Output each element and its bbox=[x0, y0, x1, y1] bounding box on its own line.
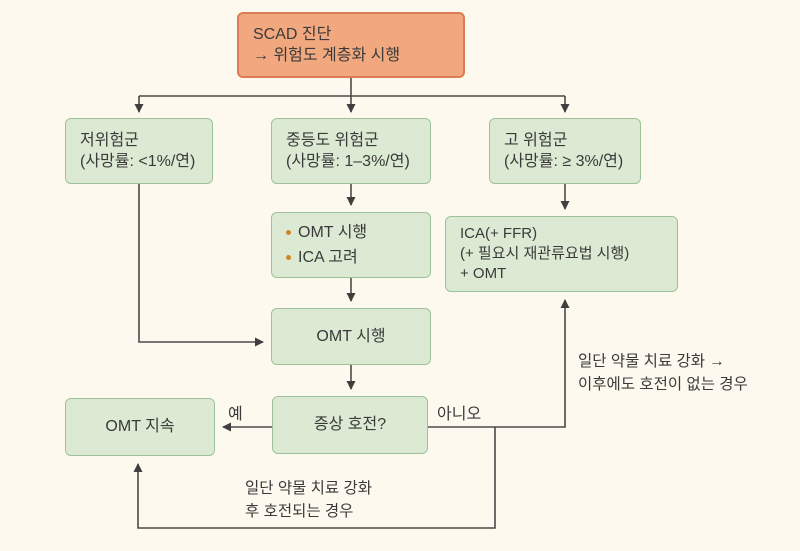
edge-low-to-omt bbox=[138, 184, 264, 347]
node-ica-ffr-line3: + OMT bbox=[460, 264, 507, 282]
node-symptom-check-label: 증상 호전? bbox=[313, 416, 387, 434]
note-improvement-line2: 후 호전되는 경우 bbox=[245, 503, 354, 521]
note-no-improvement-line2: 이후에도 호전이 없는 경우 bbox=[578, 376, 748, 394]
node-low-risk-line2: (사망률: <1%/연) bbox=[80, 153, 196, 170]
edge-label-yes: 예 bbox=[228, 406, 243, 423]
node-omt-continue: OMT 지속 bbox=[65, 398, 215, 456]
node-low-risk-line1: 저위험군 bbox=[80, 131, 139, 149]
node-low-risk: 저위험군 (사망률: <1%/연) bbox=[65, 118, 213, 184]
node-intermediate-risk-line2: (사망률: 1–3%/연) bbox=[286, 153, 410, 170]
omt-ica-item1-row: OMT 시행 bbox=[286, 222, 367, 243]
node-high-risk: 고 위험군 (사망률: ≥ 3%/연) bbox=[489, 118, 641, 184]
omt-ica-item1: OMT 시행 bbox=[298, 224, 368, 242]
node-omt-exec-label: OMT 시행 bbox=[316, 327, 386, 345]
note-no-improvement-line1: 일단 약물 치료 강화 → bbox=[578, 353, 725, 370]
node-omt-ica: OMT 시행 ICA 고려 bbox=[271, 212, 431, 278]
node-omt-continue-label: OMT 지속 bbox=[105, 418, 175, 436]
node-ica-ffr-line1: ICA(+ FFR) bbox=[460, 225, 538, 243]
note-improvement: 일단 약물 치료 강화 후 호전되는 경우 bbox=[245, 477, 372, 524]
node-high-risk-line2: (사망률: ≥ 3%/연) bbox=[504, 153, 624, 170]
node-ica-ffr: ICA(+ FFR) (+ 필요시 재관류요법 시행) + OMT bbox=[445, 216, 678, 292]
note-no-improvement: 일단 약물 치료 강화 → 이후에도 호전이 없는 경우 bbox=[578, 350, 748, 397]
node-ica-ffr-line2: (+ 필요시 재관류요법 시행) bbox=[460, 245, 630, 263]
node-scad-diagnosis: SCAD 진단 → 위험도 계층화 시행 bbox=[237, 12, 465, 78]
omt-ica-item2: ICA 고려 bbox=[298, 248, 358, 266]
node-omt-exec: OMT 시행 bbox=[271, 308, 431, 365]
node-scad-line2: → 위험도 계층화 시행 bbox=[253, 47, 401, 64]
node-high-risk-line1: 고 위험군 bbox=[504, 131, 568, 149]
edge-label-no: 아니오 bbox=[437, 406, 482, 423]
omt-ica-item2-row: ICA 고려 bbox=[286, 247, 358, 268]
node-intermediate-risk: 중등도 위험군 (사망률: 1–3%/연) bbox=[271, 118, 431, 184]
bullet-icon bbox=[286, 254, 291, 260]
node-intermediate-risk-line1: 중등도 위험군 bbox=[286, 131, 379, 149]
note-improvement-line1: 일단 약물 치료 강화 bbox=[245, 480, 372, 497]
node-scad-line1: SCAD 진단 bbox=[253, 25, 332, 43]
node-symptom-check: 증상 호전? bbox=[272, 396, 428, 454]
bullet-icon bbox=[286, 230, 291, 236]
